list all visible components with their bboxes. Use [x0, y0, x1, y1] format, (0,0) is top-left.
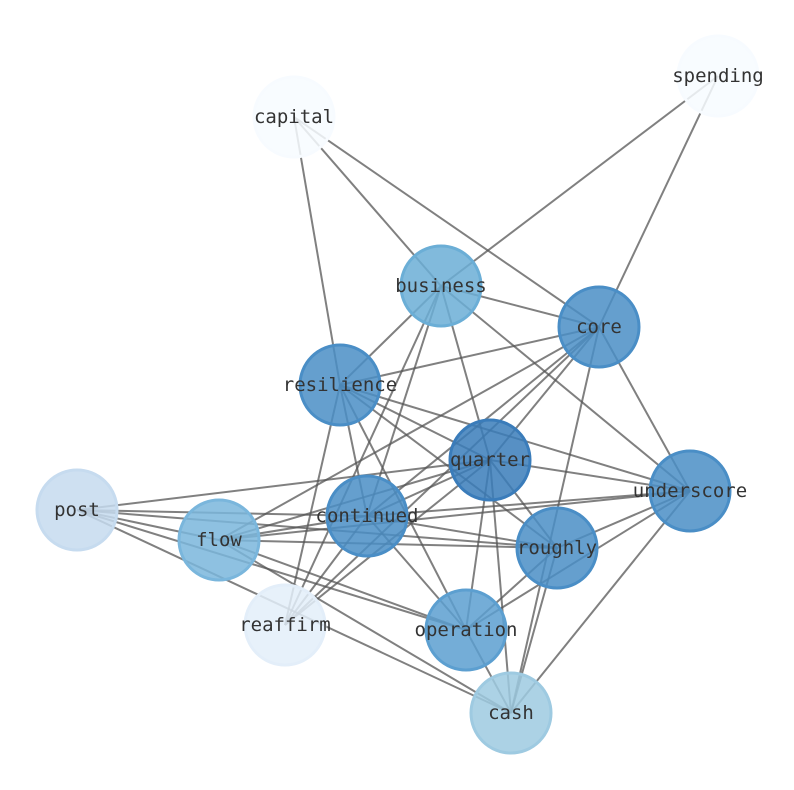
node-post[interactable]: post [35, 468, 119, 552]
edge-spending-business [440, 75, 719, 287]
node-label: underscore [633, 480, 747, 502]
node-circle[interactable] [424, 588, 508, 672]
node-label: operation [415, 619, 518, 641]
node-core[interactable]: core [557, 285, 641, 369]
edge-core-resilience [339, 326, 600, 386]
nodes-layer: capital spending business core resilience qua… [35, 34, 764, 755]
edge-underscore-cash [510, 490, 691, 714]
node-label: post [54, 499, 100, 521]
edges-layer [76, 75, 719, 714]
node-label: quarter [450, 449, 530, 471]
node-capital[interactable]: capital [252, 75, 336, 159]
edge-spending-core [598, 75, 719, 328]
edge-underscore-continued [366, 490, 691, 517]
node-label: resilience [283, 374, 397, 396]
node-continued[interactable]: continued [316, 474, 419, 558]
node-circle[interactable] [325, 474, 409, 558]
edge-business-underscore [440, 285, 691, 492]
node-business[interactable]: business [395, 244, 487, 328]
node-label: cash [488, 702, 534, 724]
node-circle[interactable] [35, 468, 119, 552]
node-circle[interactable] [399, 244, 483, 328]
node-label: reaffirm [239, 614, 331, 636]
edge-quarter-cash [489, 459, 512, 714]
node-label: flow [196, 529, 242, 551]
node-circle[interactable] [177, 498, 261, 582]
node-label: business [395, 275, 487, 297]
node-flow[interactable]: flow [177, 498, 261, 582]
node-label: capital [254, 106, 334, 128]
node-circle[interactable] [298, 343, 382, 427]
node-circle[interactable] [252, 75, 336, 159]
edge-resilience-roughly [339, 384, 558, 549]
node-underscore[interactable]: underscore [633, 449, 747, 533]
edge-core-reaffirm [284, 326, 600, 626]
edge-business-reaffirm [284, 285, 442, 626]
node-circle[interactable] [676, 34, 760, 118]
edge-flow-operation [218, 539, 467, 631]
node-resilience[interactable]: resilience [283, 343, 397, 427]
node-quarter[interactable]: quarter [448, 418, 532, 502]
node-label: core [576, 316, 622, 338]
node-label: continued [316, 505, 419, 527]
edge-flow-cash [218, 539, 512, 714]
edge-capital-core [293, 116, 600, 328]
node-spending[interactable]: spending [672, 34, 764, 118]
node-label: roughly [517, 537, 597, 559]
edge-capital-resilience [293, 116, 341, 386]
node-circle[interactable] [448, 418, 532, 502]
node-operation[interactable]: operation [415, 588, 518, 672]
node-label: spending [672, 65, 764, 87]
node-circle[interactable] [243, 583, 327, 667]
node-reaffirm[interactable]: reaffirm [239, 583, 331, 667]
node-circle[interactable] [469, 671, 553, 755]
node-circle[interactable] [557, 285, 641, 369]
node-circle[interactable] [515, 506, 599, 590]
node-cash[interactable]: cash [469, 671, 553, 755]
node-roughly[interactable]: roughly [515, 506, 599, 590]
edge-post-roughly [76, 509, 558, 549]
edge-underscore-flow [218, 490, 691, 541]
edge-core-flow [218, 326, 600, 541]
edge-quarter-post [76, 459, 491, 511]
node-circle[interactable] [648, 449, 732, 533]
